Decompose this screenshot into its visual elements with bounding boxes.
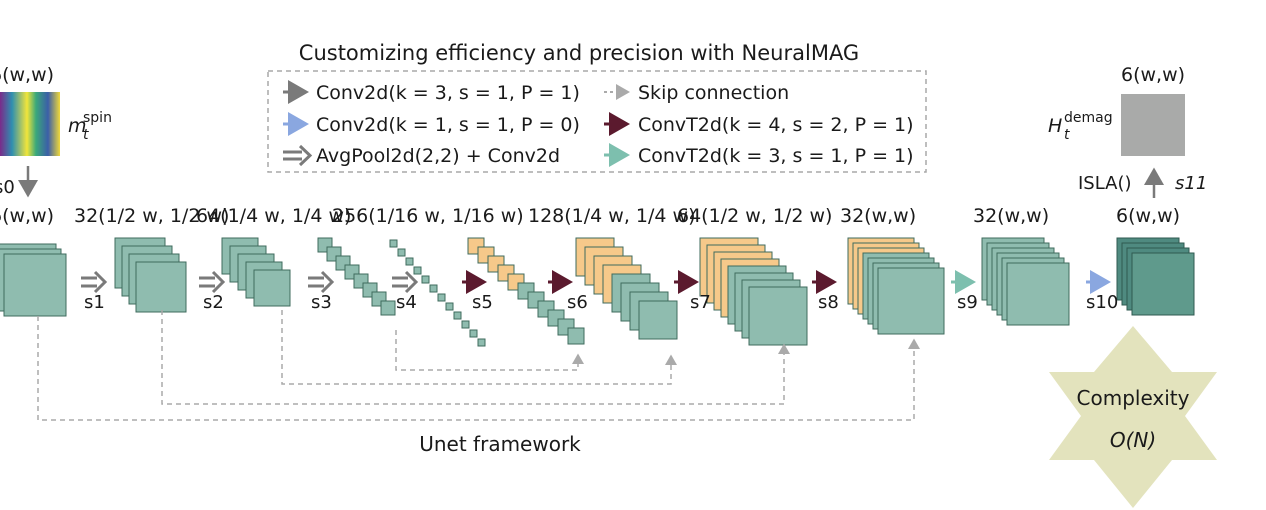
stack-s8-layer [877, 267, 945, 335]
step-arrows: s1 s2 s3 s4 s5 s6 s7 s8 s9 s10 [81, 270, 1118, 313]
output-stack-layer [1131, 252, 1195, 316]
input-step-label: s0 [0, 177, 15, 198]
legend-box [267, 70, 927, 173]
shape-label-5: 64(1/2 w, 1/2 w) [677, 205, 832, 227]
stack-s1 [114, 237, 187, 313]
shape-label-7: 32(w,w) [973, 205, 1049, 227]
step-label-7: s7 [690, 292, 711, 313]
step-label-2: s2 [203, 292, 224, 313]
stack-s6-layer [638, 300, 678, 340]
stack-s5-layer [567, 327, 585, 345]
shape-label-4: 128(1/4 w, 1/4 w) [528, 205, 695, 227]
stack-s4-layer [437, 293, 446, 302]
input-shape-bottom: 6(w,w) [0, 205, 54, 227]
avgpool-arrow-icon [81, 270, 108, 294]
legend-convt3-label: ConvT2d(k = 3, s = 1, P = 1) [638, 145, 914, 167]
skip-connection-3 [281, 310, 677, 385]
svg-text:m: m [68, 115, 87, 137]
star-shape [1049, 326, 1217, 508]
stack-s4-layer [397, 248, 406, 257]
shape-labels: 32(1/2 w, 1/2 w) 64(1/4 w, 1/4 w) 256(1/… [74, 205, 1180, 227]
stack-s1-layer [135, 261, 187, 313]
stack-s3-layer [380, 300, 396, 316]
input-spin-map [0, 92, 60, 156]
stack-s4-layer [405, 257, 414, 266]
svg-text:t: t [1064, 127, 1070, 143]
stack-s4-layer [477, 338, 486, 347]
output-shape-label: 6(w,w) [1116, 205, 1180, 227]
step-label-5: s5 [472, 292, 493, 313]
svg-text:t: t [83, 127, 89, 143]
svg-text:spin: spin [83, 110, 112, 126]
stack-s9-layer [1006, 262, 1070, 326]
stack-s8 [847, 237, 945, 335]
output-shape-top: 6(w,w) [1121, 64, 1185, 86]
skip-connections [37, 310, 920, 421]
legend-convt4-label: ConvT2d(k = 4, s = 2, P = 1) [638, 114, 914, 136]
legend: Conv2d(k = 3, s = 1, P = 1) Conv2d(k = 1… [283, 80, 914, 167]
diagram-title: Customizing efficiency and precision wit… [299, 41, 859, 65]
output-step-label: s11 [1175, 173, 1207, 194]
stack-s4-layer [461, 320, 470, 329]
legend-conv3-label: Conv2d(k = 3, s = 1, P = 1) [316, 82, 580, 104]
input-shape-top: 6(w,w) [0, 64, 54, 86]
stack-s4-layer [421, 275, 430, 284]
framework-label: Unet framework [419, 432, 581, 456]
legend-skip-label: Skip connection [638, 82, 789, 104]
stack-s2 [221, 237, 291, 307]
shape-label-6: 32(w,w) [840, 205, 916, 227]
step-label-6: s6 [567, 292, 588, 313]
step-label-3: s3 [311, 292, 332, 313]
stack-s4-layer [445, 302, 454, 311]
legend-avgpool-arrow-icon [283, 144, 313, 167]
stack-s7 [699, 237, 808, 346]
skip-connection-4 [395, 330, 584, 371]
step-label-8: s8 [818, 292, 839, 313]
stack-s3 [317, 237, 396, 316]
input-stack-layer [3, 253, 67, 317]
legend-conv1-label: Conv2d(k = 1, s = 1, P = 0) [316, 114, 580, 136]
avgpool-arrow-icon [199, 270, 226, 294]
stack-s4 [389, 239, 486, 347]
stack-s4-layer [469, 329, 478, 338]
avgpool-arrow-icon [308, 270, 335, 294]
step-label-1: s1 [84, 292, 105, 313]
shape-label-1: 32(1/2 w, 1/2 w) [74, 205, 229, 227]
step-label-4: s4 [396, 292, 417, 313]
isla-label: ISLA() [1078, 173, 1132, 194]
stack-s4-layer [389, 239, 398, 248]
stack-s2-layer [253, 269, 291, 307]
output-stack [1116, 237, 1195, 316]
input-spin-label: m spin t [68, 110, 112, 143]
input-stack [0, 243, 67, 317]
feature-map-stacks [0, 237, 1195, 347]
legend-avgpool-label: AvgPool2d(2,2) + Conv2d [316, 145, 560, 167]
stack-s4-layer [429, 284, 438, 293]
avgpool-arrow-icon [392, 270, 419, 294]
shape-label-2: 64(1/4 w, 1/4 w) [196, 205, 351, 227]
stack-s4-layer [453, 311, 462, 320]
step-label-10: s10 [1086, 292, 1118, 313]
output-demag-label: H demag t [1048, 110, 1113, 143]
complexity-title: Complexity [1077, 386, 1190, 410]
complexity-star: Complexity O(N) [1049, 326, 1217, 508]
step-label-9: s9 [957, 292, 978, 313]
stack-s4-layer [413, 266, 422, 275]
stack-s7-layer [748, 286, 808, 346]
shape-label-3: 256(1/16 w, 1/16 w) [332, 205, 524, 227]
svg-text:H: H [1048, 115, 1062, 137]
skip-connection-2 [161, 310, 790, 405]
complexity-value: O(N) [1110, 428, 1156, 452]
stack-s9 [981, 237, 1070, 326]
stack-s5 [467, 237, 585, 345]
svg-text:demag: demag [1064, 110, 1113, 126]
output-demag-map [1121, 94, 1185, 156]
skip-connection-1 [37, 316, 920, 421]
stack-s6 [575, 237, 678, 340]
